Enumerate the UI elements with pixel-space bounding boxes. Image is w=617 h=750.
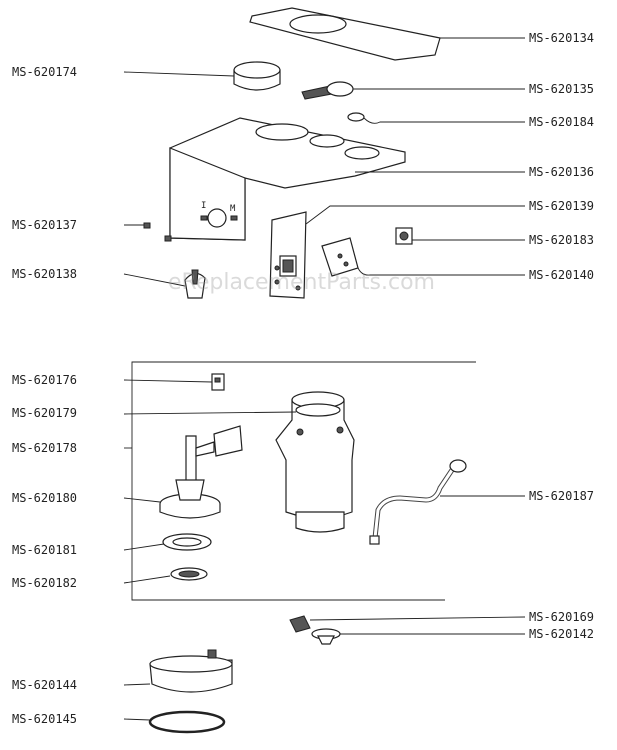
hose-part [369, 459, 525, 545]
small-ring-part [347, 112, 525, 124]
top-lid-part [249, 7, 525, 61]
spoon-part [301, 81, 525, 100]
gear-base-part [123, 479, 221, 519]
control-panel-part [269, 205, 525, 299]
label-620140: MS-620140 [529, 268, 595, 282]
label-620180: MS-620180 [12, 491, 78, 505]
watermark-text: eReplacementParts.com [168, 270, 435, 295]
label-620136: MS-620136 [529, 165, 595, 179]
switch-mark-left: I [201, 201, 207, 211]
circuit-board-part [321, 237, 525, 277]
motor-part [123, 391, 355, 533]
label-620178: MS-620178 [12, 441, 78, 455]
label-620181: MS-620181 [12, 543, 78, 557]
label-620144: MS-620144 [12, 678, 78, 692]
bearing-part [123, 567, 208, 584]
small-clips-part [124, 222, 172, 242]
selector-knob-part [123, 269, 206, 299]
switch-mark-right: M [230, 204, 236, 214]
label-620184: MS-620184 [529, 115, 595, 129]
motor-group-bracket [131, 361, 476, 601]
seal-ring-part [123, 533, 212, 551]
label-620179: MS-620179 [12, 406, 78, 420]
label-620139: MS-620139 [529, 199, 595, 213]
small-switch-part [395, 227, 525, 245]
label-620145: MS-620145 [12, 712, 78, 726]
base-part [123, 649, 233, 693]
label-620182: MS-620182 [12, 576, 78, 590]
label-620138: MS-620138 [12, 267, 78, 281]
label-620174: MS-620174 [12, 65, 78, 79]
label-620176: MS-620176 [12, 373, 78, 387]
label-620134: MS-620134 [529, 31, 595, 45]
connector-part [311, 628, 525, 645]
label-620137: MS-620137 [12, 218, 78, 232]
label-620187: MS-620187 [529, 489, 595, 503]
label-620169: MS-620169 [529, 610, 595, 624]
small-clip-part [289, 615, 526, 633]
gasket-part [123, 710, 226, 734]
label-620135: MS-620135 [529, 82, 595, 96]
clip-part [123, 373, 225, 391]
main-housing-part [169, 117, 525, 241]
cap-part [123, 61, 281, 91]
label-620183: MS-620183 [529, 233, 595, 247]
label-620142: MS-620142 [529, 627, 595, 641]
